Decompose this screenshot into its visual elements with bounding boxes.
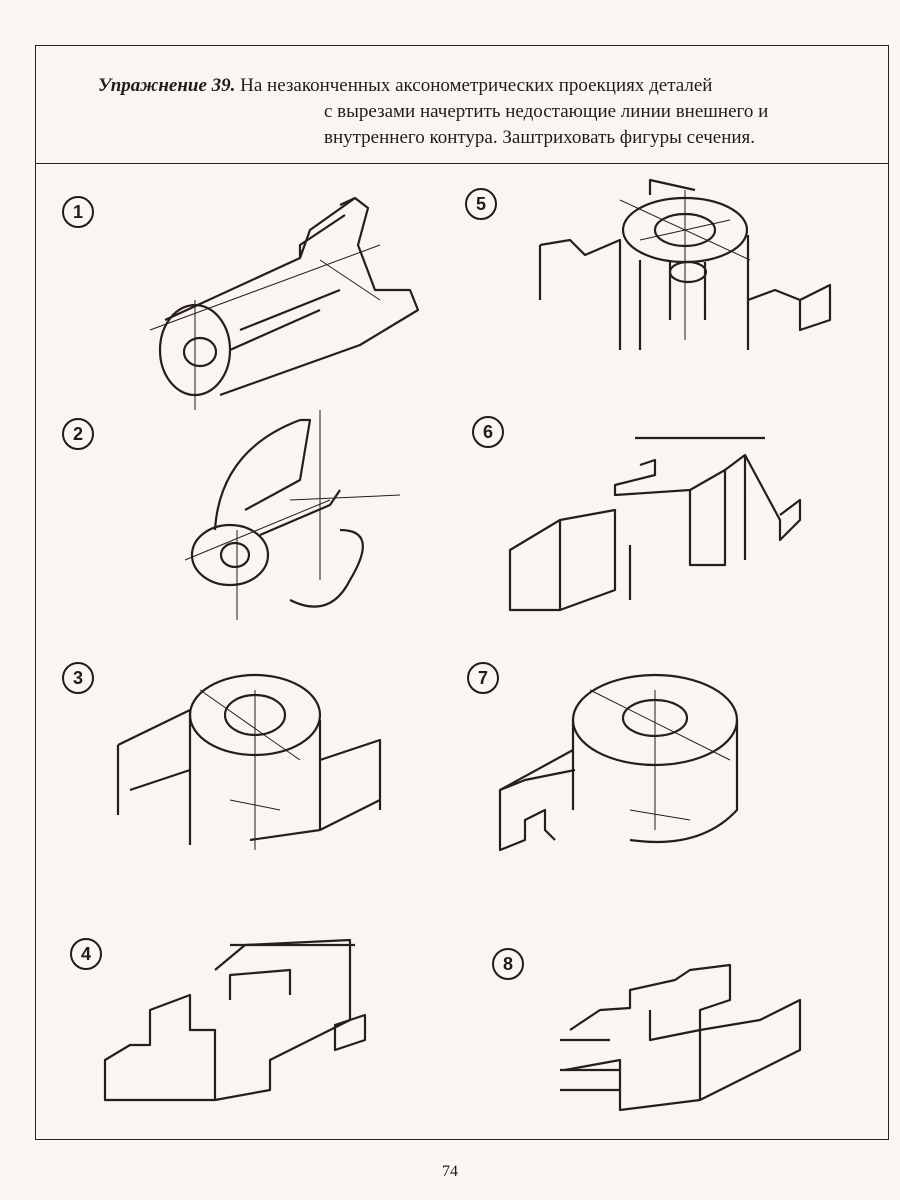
exercise-line-2: с вырезами начертить недостающие линии в… [324,101,769,122]
exercise-frame: Упражнение 39. На незаконченных аксономе… [35,45,889,1140]
figure-number-7: 7 [467,662,499,694]
figure-number-1: 1 [62,196,94,228]
page-number: 74 [442,1163,458,1180]
figure-number-6: 6 [472,416,504,448]
figure-number-8: 8 [492,948,524,980]
figure-number-2: 2 [62,418,94,450]
exercise-text: Упражнение 39. На незаконченных аксономе… [98,73,848,151]
exercise-line-1: На незаконченных аксонометрических проек… [240,75,713,96]
exercise-header: Упражнение 39. На незаконченных аксономе… [36,46,888,164]
figure-number-4: 4 [70,938,102,970]
exercise-label: Упражнение 39. [98,75,236,96]
exercise-line-3: внутреннего контура. Заштриховать фигуры… [324,127,756,148]
figure-number-3: 3 [62,662,94,694]
figure-number-5: 5 [465,188,497,220]
